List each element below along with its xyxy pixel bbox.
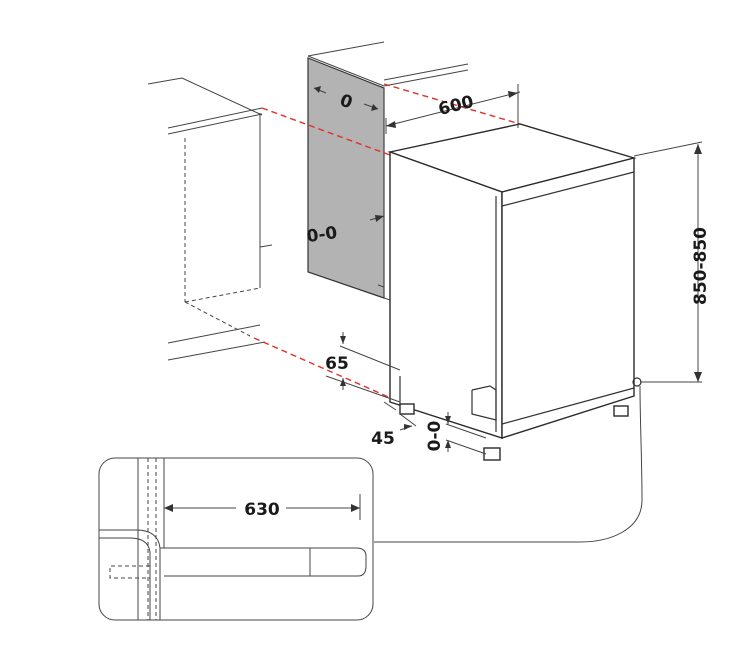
dim-width-label: 600 [436,92,475,120]
dim-foot-offset-label: 45 [371,429,395,449]
dim-side-gap-label: 0-0 [305,223,338,247]
worktop-lines [307,41,469,87]
dim-plinth-height-label: 65 [325,354,349,374]
dim-height-label: 850-850 [691,227,711,305]
detail-inset: 630 [98,457,374,621]
dim-height: 850-850 [633,141,711,383]
alignment-lines [253,83,521,403]
dim-width: 600 [385,84,521,134]
dishwasher [387,123,642,461]
left-cabinet [147,77,273,361]
dim-foot-adjust-label: 0-0 [425,420,445,451]
detail-callout [374,385,643,543]
side-panel [307,57,391,301]
dim-foot-adjust: 0-0 [425,412,487,455]
dim-foot-offset: 45 [371,401,417,449]
dim-side-gap: 0-0 [305,215,385,247]
dim-plinth-height: 65 [325,332,401,403]
dim-detail-depth-label: 630 [244,500,280,520]
